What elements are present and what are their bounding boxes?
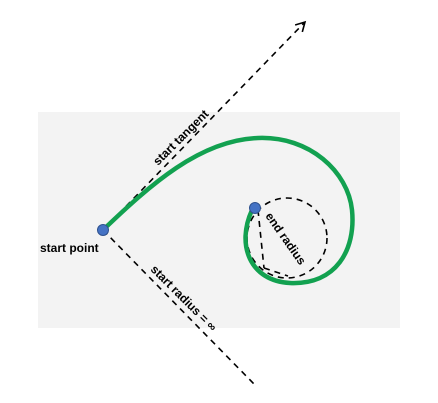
end-point-marker: [249, 202, 261, 214]
start-point-marker: [97, 224, 109, 236]
end-radius-line: [257, 209, 265, 269]
end-radius-foot-line: [263, 267, 289, 277]
start-point-label: start point: [40, 241, 99, 255]
clothoid-curve: [100, 135, 355, 286]
start-radius-line: [102, 229, 256, 386]
start-tangent-line: [102, 20, 307, 231]
